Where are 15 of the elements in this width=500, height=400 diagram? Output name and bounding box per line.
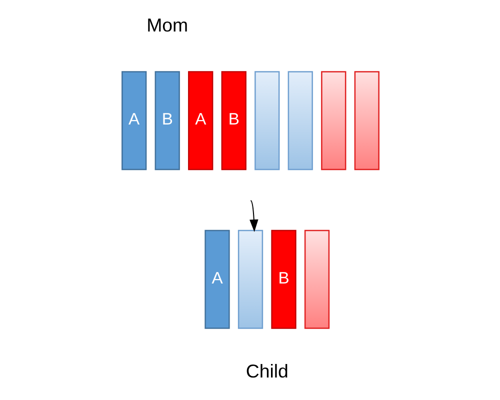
node-bar bbox=[287, 71, 312, 170]
node-box: A bbox=[204, 230, 230, 329]
node-box: B bbox=[154, 71, 180, 170]
node-bar bbox=[304, 230, 330, 329]
label: Child bbox=[245, 360, 288, 382]
node-bar bbox=[254, 71, 280, 170]
node-bar bbox=[354, 71, 379, 170]
node-box: B bbox=[270, 230, 296, 329]
node-box: A bbox=[121, 71, 146, 170]
node-bar bbox=[237, 230, 263, 329]
label: Mom bbox=[146, 14, 188, 36]
node-bar bbox=[320, 71, 346, 170]
arrow bbox=[249, 200, 258, 232]
node-box: A bbox=[188, 71, 213, 170]
node-box: B bbox=[220, 71, 246, 170]
